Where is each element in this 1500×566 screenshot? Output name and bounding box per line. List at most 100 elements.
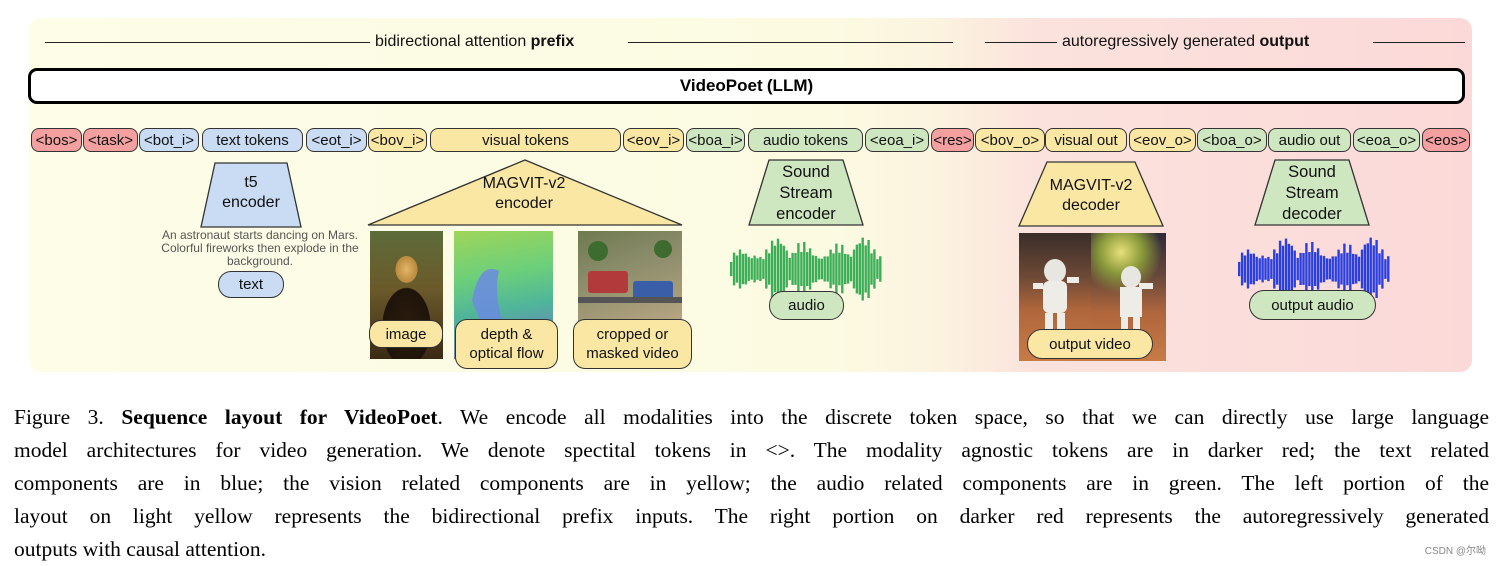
token-audio-out: audio out [1268, 128, 1351, 152]
wave-bar [735, 255, 739, 283]
wave-bar [738, 249, 742, 289]
token-bov-o: <bov_o> [975, 128, 1045, 152]
soundstream-decoder-shape [1254, 159, 1370, 226]
wave-bar [782, 245, 785, 293]
wave-bar [823, 256, 826, 282]
wave-bar [1308, 252, 1311, 287]
wave-bar [744, 253, 747, 285]
llm-label: VideoPoet (LLM) [679, 76, 814, 95]
wave-bar [1363, 244, 1367, 294]
token-eoa-i: <eoa_i> [865, 128, 929, 152]
output-rule-left [985, 42, 1057, 43]
wave-bar [1302, 253, 1305, 285]
image-pill: image [369, 320, 443, 348]
token-eoa-o: <eoa_o> [1353, 128, 1420, 152]
wave-bar [1325, 258, 1329, 280]
wave-bar [1314, 252, 1317, 286]
input-audio-waveform [730, 237, 882, 301]
caption-line-4: layout on light yellow represents the bi… [14, 504, 1489, 528]
token-boa-i: <boa_i> [686, 128, 745, 152]
token-eov-i: <eov_i> [623, 128, 684, 152]
wave-bar [1293, 250, 1296, 288]
wave-bar [1337, 249, 1340, 289]
caption-line-3: components are in blue; the vision relat… [14, 471, 1489, 495]
wave-bar [791, 252, 794, 285]
wave-bar [800, 252, 803, 287]
wave-bar [814, 255, 818, 283]
prefix-header: bidirectional attention prefix [375, 33, 575, 50]
wave-bar [844, 253, 847, 285]
audio-pill: audio [769, 291, 844, 320]
wave-bar [1349, 244, 1352, 294]
wave-bar [1240, 252, 1244, 286]
wave-bar [1357, 256, 1361, 282]
wave-bar [867, 240, 870, 298]
wave-bar [1281, 245, 1285, 293]
text-pill: text [218, 271, 284, 298]
wave-bar [1284, 238, 1288, 300]
t5-encoder-label: t5 encoder [222, 174, 280, 211]
wave-bar [1261, 255, 1264, 283]
soundstream-encoder-shape [748, 159, 864, 226]
wave-bar [817, 258, 821, 280]
wave-bar [732, 252, 736, 286]
caption-line-1: Figure 3. Sequence layout for VideoPoet.… [14, 401, 1489, 434]
wave-bar [1264, 258, 1267, 280]
wave-bar [768, 253, 771, 285]
wave-bar [1249, 253, 1253, 285]
wave-bar [1331, 256, 1334, 282]
wave-bar [861, 237, 864, 301]
wave-bar [1255, 256, 1258, 282]
wave-bar [846, 254, 850, 284]
wave-bar [1378, 253, 1381, 285]
output-rule-right [1373, 42, 1465, 43]
wave-bar [879, 256, 882, 282]
soundstream-encoder-label: Sound Stream encoder [776, 163, 836, 223]
magvit-decoder-label: MAGVIT-v2 decoder [1049, 177, 1133, 214]
token-visual-tokens: visual tokens [430, 128, 621, 152]
wave-bar [855, 244, 859, 294]
wave-bar [1252, 253, 1255, 285]
token-boa-o: <boa_o> [1197, 128, 1267, 152]
wave-bar [747, 256, 750, 282]
wave-bar [841, 244, 844, 294]
token-res: <res> [931, 128, 974, 152]
wave-bar [849, 256, 853, 282]
token-audio-tokens: audio tokens [748, 128, 863, 152]
wave-bar [1278, 240, 1282, 298]
token-bov-i: <bov_i> [368, 128, 427, 152]
prefix-rule-right [628, 42, 953, 43]
wave-bar [1273, 249, 1276, 289]
caption-line-2: model architectures for video generation… [14, 438, 1489, 462]
wave-bar [858, 243, 861, 295]
magvit-encoder-label: MAGVIT-v2 encoder [482, 175, 566, 212]
wave-bar [852, 249, 856, 289]
wave-bar [1354, 254, 1358, 284]
wave-bar [829, 249, 832, 289]
wave-bar [873, 249, 876, 289]
wave-bar [1334, 256, 1337, 282]
wave-bar [750, 258, 753, 280]
output-header: autoregressively generated output [1062, 33, 1310, 50]
soundstream-decoder-label: Sound Stream decoder [1282, 163, 1342, 223]
token-text-tokens: text tokens [202, 128, 303, 152]
token-task: <task> [83, 128, 138, 152]
output-video-pill: output video [1027, 329, 1153, 359]
wave-bar [773, 245, 777, 293]
wave-bar [765, 249, 768, 289]
wave-bar [803, 242, 806, 297]
wave-bar [1238, 261, 1241, 277]
wave-bar [820, 258, 823, 280]
wave-bar [1369, 237, 1372, 301]
wave-bar [1343, 243, 1346, 295]
wave-bar [759, 256, 762, 282]
wave-bar [1319, 255, 1323, 283]
wave-bar [1258, 258, 1261, 280]
wave-bar [1243, 255, 1247, 283]
wave-bar [1311, 242, 1314, 297]
wave-bar [826, 256, 829, 282]
wave-bar [1270, 259, 1273, 279]
wave-bar [1381, 249, 1384, 289]
wave-bar [1360, 249, 1364, 289]
wave-bar [762, 259, 765, 279]
